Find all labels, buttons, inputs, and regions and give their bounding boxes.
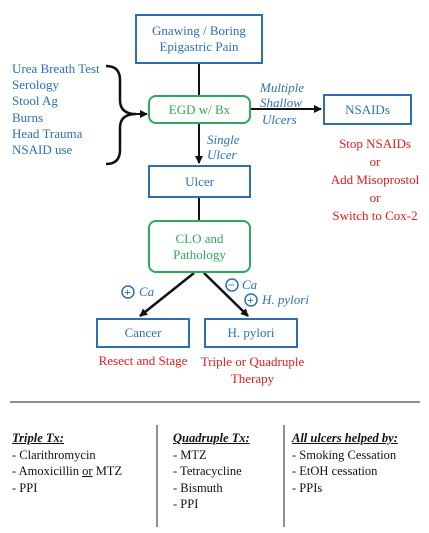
edge-clo-hpylori [203,272,249,317]
alt-item: NSAID use [12,142,73,158]
plus-ca-circle [121,285,135,299]
cancer-outcome: Resect and Stage [98,353,188,368]
quadruple-tx-item: - PPI [173,497,199,511]
amox-prefix: - Amoxicillin [12,464,83,478]
amox-or: or [82,464,93,478]
all-ulcers-item: - Smoking Cessation [292,447,397,462]
hpylori-outcome: Triple or Quadruple Therapy [190,353,315,387]
egd-label: EGD w/ Bx [168,101,231,117]
triple-tx-item: - Amoxicillin or MTZ [12,463,122,480]
plus-hpylori-label: H. pylori [262,292,309,307]
alt-item: Serology [12,77,59,93]
clo-line1: CLO and [175,230,224,246]
all-ulcers-column: All ulcers helped by: - Smoking Cessatio… [292,430,398,496]
quadruple-tx-item: - Bismuth [173,480,223,495]
alt-item: Burns [12,109,44,125]
pain-line1: Gnawing / Boring [152,23,246,38]
nsaids-node: NSAIDs [323,94,412,125]
egd-node: EGD w/ Bx [148,95,251,124]
multiple-line: Ulcers [262,112,297,127]
hpylori-label: H. pylori [227,325,275,340]
ulcer-node: Ulcer [148,165,251,198]
all-ulcers-item: - PPIs [292,480,323,495]
minus-ca-circle [225,278,239,292]
plus-ca-label: Ca [139,284,155,299]
single-ulcer-label: Single Ulcer [207,132,240,162]
outcome-line: Stop NSAIDs [339,136,411,151]
quadruple-tx-column: Quadruple Tx: - MTZ - Tetracycline - Bis… [173,430,250,513]
alt-item: Stool Ag [12,93,58,109]
quadruple-tx-title: Quadruple Tx: [173,431,250,445]
outcome-line: Add Misoprostol [330,172,420,187]
outcome-line: or [369,154,381,169]
multiple-line: Shallow [260,95,302,110]
single-line: Single [207,132,240,147]
quadruple-tx-item: - Tetracycline [173,464,242,478]
triple-tx-item: - Clarithromycin [12,447,96,462]
ulcer-label: Ulcer [185,173,214,189]
multiple-line: Multiple [260,80,305,95]
clo-node: CLO and Pathology [148,220,251,273]
alternatives-brace [105,64,137,166]
outcome-line: Switch to Cox-2 [332,208,418,223]
quadruple-tx-item: - MTZ [173,447,207,462]
plus-sign: + [124,285,131,299]
plus-sign: + [247,293,254,307]
triple-tx-item: - PPI [12,480,38,495]
all-ulcers-item: - EtOH cessation [292,464,378,478]
outcome-line: Therapy [230,371,275,386]
alternatives-list: Urea Breath Test Serology Stool Ag Burns… [12,61,100,158]
alt-item: Urea Breath Test [12,61,100,76]
nsaids-outcome: Stop NSAIDs or Add Misoprostol or Switch… [322,135,428,225]
edge-clo-cancer [139,272,195,317]
single-line: Ulcer [207,147,237,162]
outcome-line: or [369,190,381,205]
outcome-line: Triple or Quadruple [200,354,305,369]
amox-suffix: MTZ [92,464,123,478]
all-ulcers-title: All ulcers helped by: [292,431,398,445]
nsaids-label: NSAIDs [345,101,390,117]
cancer-node: Cancer [96,318,190,348]
plus-hpylori-circle [244,293,258,307]
cancer-label: Cancer [124,325,162,340]
alt-item: Head Trauma [12,125,83,141]
pain-line2: Epigastric Pain [159,39,239,54]
triple-tx-title: Triple Tx: [12,431,64,445]
hpylori-node: H. pylori [204,318,298,348]
minus-sign: − [228,278,235,292]
pain-node: Gnawing / Boring Epigastric Pain [135,14,263,64]
multiple-ulcers-label: Multiple Shallow Ulcers [260,80,304,127]
minus-ca-label: Ca [242,277,258,292]
triple-tx-column: Triple Tx: - Clarithromycin - Amoxicilli… [12,430,122,496]
clo-line2: Pathology [173,246,226,262]
